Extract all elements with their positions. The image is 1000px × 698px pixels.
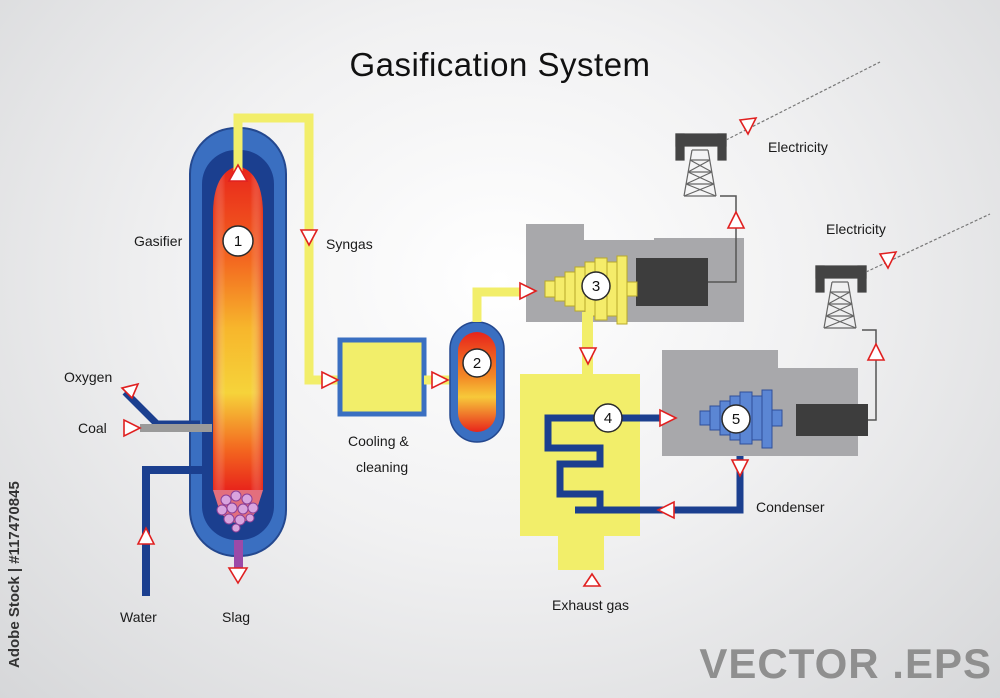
label-electricity-1: Electricity [768,139,828,155]
arrow-into-gas-turbine [519,281,538,301]
label-syngas: Syngas [326,236,373,252]
label-gasifier: Gasifier [134,233,183,249]
power-tower-2 [815,265,867,329]
arrow-coal [123,418,142,438]
label-cooling-line2: cleaning [356,459,409,475]
arrow-slag [227,567,249,585]
arrow-syngas-down [299,229,319,247]
stage-5-number: 5 [732,411,740,428]
slag-bubbles [216,490,259,533]
arrow-syngas-up [227,163,249,182]
stage-2-marker [462,348,492,378]
diagram-title: Gasification System [349,46,651,83]
arrow-condensate-return [656,500,675,520]
arrow-oxygen [120,382,140,400]
label-condenser: Condenser [756,499,825,515]
arrow-electricity-2-out [878,251,898,270]
stage-3-marker [581,271,611,301]
power-line-1 [725,61,881,141]
label-oxygen: Oxygen [64,369,113,385]
oxygen-pipe [122,389,200,428]
electric-line-1 [708,195,737,283]
vector-eps-watermark: VECTOR .EPS [699,640,992,687]
stage-4-number: 4 [604,410,612,427]
slag-pipe [234,540,243,572]
water-pipe [142,466,204,596]
label-cooling-line1: Cooling & [348,433,409,449]
label-exhaust-gas: Exhaust gas [552,597,630,613]
cooling-cleaning-unit [337,337,427,417]
stage-3-number: 3 [592,278,600,295]
arrow-electricity-2-up [866,342,886,361]
stage-1-number: 1 [234,233,242,250]
gas-turbine-rotor [544,255,638,325]
stock-id-watermark: Adobe Stock | #117470845 [4,470,24,670]
label-coal: Coal [78,420,107,436]
electric-line-2 [862,329,877,421]
stage-1-marker [222,225,254,257]
label-water: Water [120,609,157,625]
arrow-into-steam-turbine [659,408,678,428]
arrow-into-hrsg [578,347,598,366]
arrow-electricity-1-out [738,117,758,136]
arrow-water [136,526,156,545]
stage-5-marker [721,404,751,434]
label-slag: Slag [222,609,251,625]
arrow-electricity-1-up [726,210,746,229]
arrow-exhaust [582,572,602,587]
power-tower-1 [675,133,727,197]
arrow-into-cooling [321,370,340,390]
drum-to-turbine-pipe [472,287,530,322]
gas-turbine-generator [526,224,744,322]
combustor-drum [449,321,505,443]
stock-id-text: Adobe Stock | #117470845 [6,481,23,668]
stage-2-number: 2 [473,355,481,372]
hrsg-unit [520,312,640,570]
coal-pipe [140,424,212,432]
arrow-to-condenser [730,459,750,478]
syngas-pipe [233,113,340,385]
stage-4-marker [593,403,623,433]
label-electricity-2: Electricity [826,221,886,237]
arrow-into-drum [431,370,450,390]
